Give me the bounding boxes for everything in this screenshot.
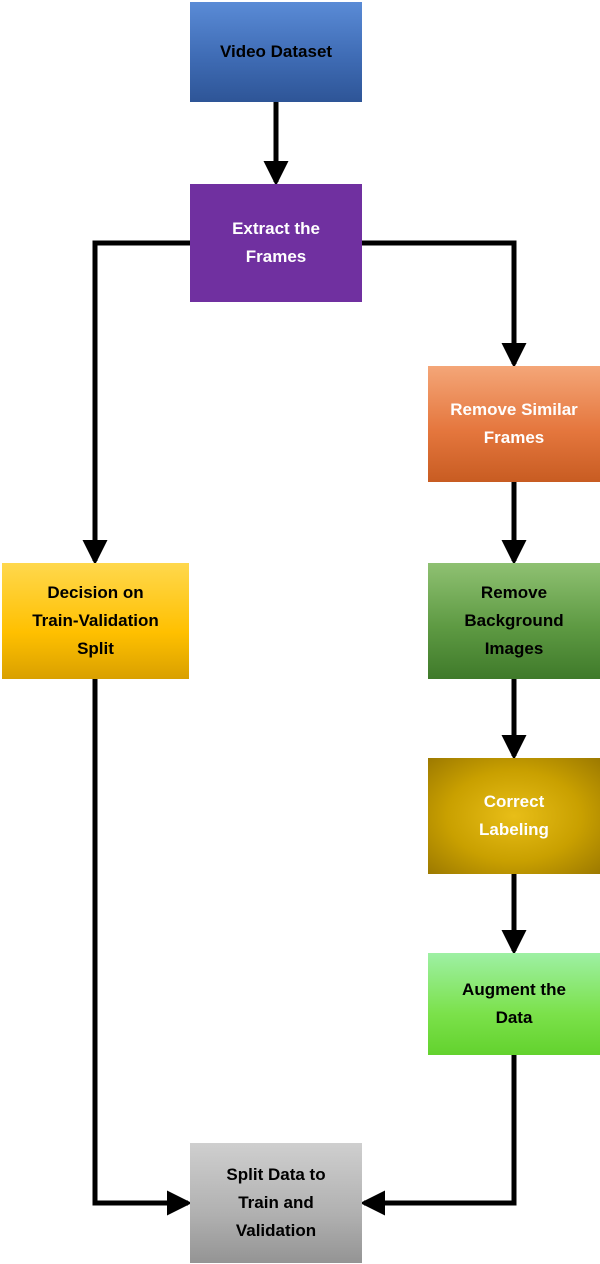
arrow-decision-to-split [92,679,193,1216]
correct-labeling-node: Correct Labeling [428,758,600,874]
arrow-extract-to-similar [362,240,527,369]
augment-data-label: Augment the Data [462,980,566,1027]
augment-data-node: Augment the Data [428,953,600,1055]
video-dataset-node: Video Dataset [190,2,362,102]
video-dataset-label: Video Dataset [219,42,333,61]
remove-similar-frames-node: Remove Similar Frames [428,366,600,482]
correct-labeling-label: Correct Labeling [479,792,549,839]
split-data-label: Split Data to Train and Validation [226,1165,326,1240]
decision-split-label: Decision on Train-Validation Split [32,583,159,658]
extract-frames-label: Extract the Frames [232,219,320,266]
remove-background-images-node: Remove Background Images [428,563,600,679]
split-data-node: Split Data to Train and Validation [190,1143,362,1263]
arrow-augment-to-split [359,1055,517,1216]
remove-background-images-label: Remove Background Images [464,583,564,658]
extract-frames-node: Extract the Frames [190,184,362,302]
decision-split-node: Decision on Train-Validation Split [2,563,189,679]
remove-similar-frames-label: Remove Similar Frames [450,400,578,447]
arrow-extract-to-decision [82,240,190,566]
